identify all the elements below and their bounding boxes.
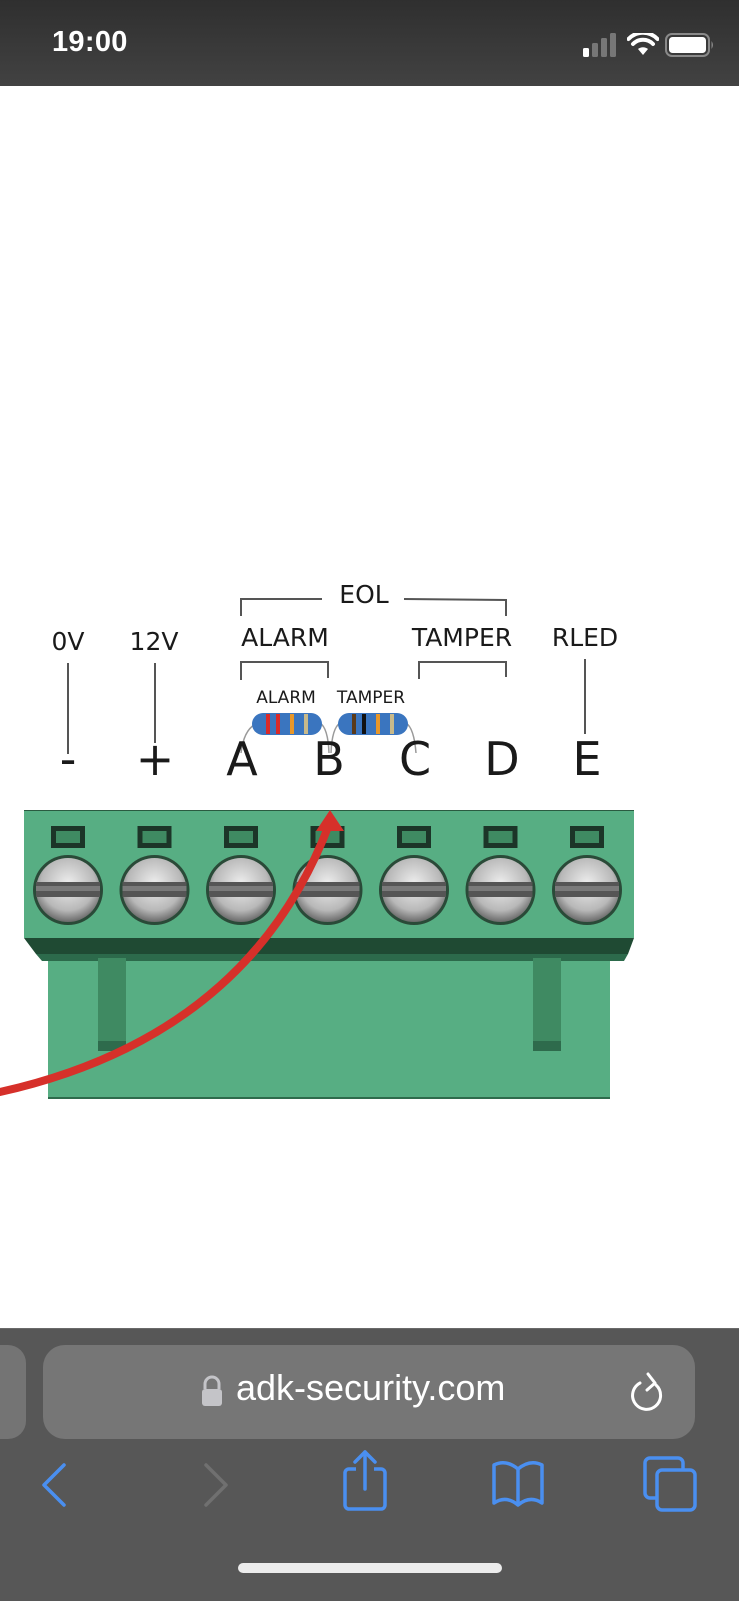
terminal-2 (206, 826, 276, 925)
resistors (252, 713, 408, 735)
resistor-band (304, 714, 308, 734)
previous-tab-edge[interactable] (0, 1345, 26, 1439)
resistor-band (276, 714, 280, 734)
screw-slot-highlight (555, 886, 619, 891)
terminal-slot-inner (56, 831, 80, 843)
terminal-label-plus: + (135, 732, 175, 786)
screw-slot-highlight (468, 886, 533, 891)
browser-toolbar: adk-security.com (0, 1328, 739, 1601)
terminal-1 (119, 826, 190, 925)
screw-slot-highlight (382, 886, 446, 891)
cellular-signal-icon (583, 33, 616, 57)
resistor-tamper (338, 713, 408, 735)
resistor-band (362, 714, 366, 734)
terminal-label-b: B (313, 732, 345, 786)
screw-slot-highlight (209, 886, 273, 891)
tamper-group-label: TAMPER (411, 623, 513, 652)
status-time: 19:00 (52, 26, 128, 58)
url-text[interactable]: adk-security.com (236, 1367, 506, 1408)
resistor-alarm (252, 713, 322, 735)
address-bar[interactable]: adk-security.com (43, 1345, 695, 1439)
eol-bracket (240, 598, 507, 616)
terminal-slot-inner (575, 831, 599, 843)
lock-icon (202, 1375, 222, 1406)
terminal-0 (33, 826, 103, 925)
terminal-label-c: C (398, 732, 432, 786)
resistor-band (290, 714, 294, 734)
tabs-icon[interactable] (642, 1455, 700, 1513)
red-arrow-head (316, 810, 344, 831)
terminal-slot-inner (142, 831, 167, 843)
screw-slot-highlight (122, 886, 187, 891)
zero-v-label: 0V (51, 627, 85, 656)
resistor-band (390, 714, 394, 734)
alarm-bracket (240, 661, 329, 680)
reload-icon[interactable] (628, 1371, 668, 1415)
tamper-resistor-label: TAMPER (336, 688, 406, 708)
terminal-label-d: D (484, 732, 520, 786)
resistor-body (338, 713, 408, 735)
resistor-body (252, 713, 322, 735)
terminal-slot-inner (229, 831, 253, 843)
terminal-slot-inner (402, 831, 426, 843)
home-indicator[interactable] (238, 1563, 502, 1573)
status-bar: 19:00 (0, 0, 739, 86)
terminal-label-a: A (226, 732, 258, 786)
red-wire (0, 818, 334, 1096)
share-icon[interactable] (340, 1449, 390, 1511)
screw-slot-highlight (295, 886, 360, 891)
alarm-resistor-label: ALARM (256, 688, 316, 708)
alarm-group-label: ALARM (241, 623, 329, 652)
resistor-band (352, 714, 356, 734)
wiring-diagram (0, 598, 634, 1099)
wifi-icon (627, 33, 659, 55)
battery-icon (665, 33, 713, 57)
terminals (33, 826, 622, 925)
resistor-band (266, 714, 270, 734)
resistor-band (376, 714, 380, 734)
rled-label: RLED (551, 623, 619, 652)
terminal-label-e: E (572, 732, 602, 786)
terminal-4 (379, 826, 449, 925)
screw-slot-highlight (36, 886, 100, 891)
tamper-bracket (418, 661, 507, 679)
forward-icon[interactable] (200, 1461, 232, 1509)
eol-label: EOL (339, 580, 389, 609)
back-icon[interactable] (40, 1461, 72, 1509)
terminal-label-minus: - (59, 732, 77, 786)
page-content: EOL ALARM TAMPER RLED 0V 12V ALARM TAMPE… (0, 86, 739, 1328)
terminal-5 (465, 826, 536, 925)
terminal-6 (552, 826, 622, 925)
twelve-v-label: 12V (129, 627, 179, 656)
bookmarks-icon[interactable] (488, 1459, 548, 1509)
terminal-slot-inner (488, 831, 513, 843)
